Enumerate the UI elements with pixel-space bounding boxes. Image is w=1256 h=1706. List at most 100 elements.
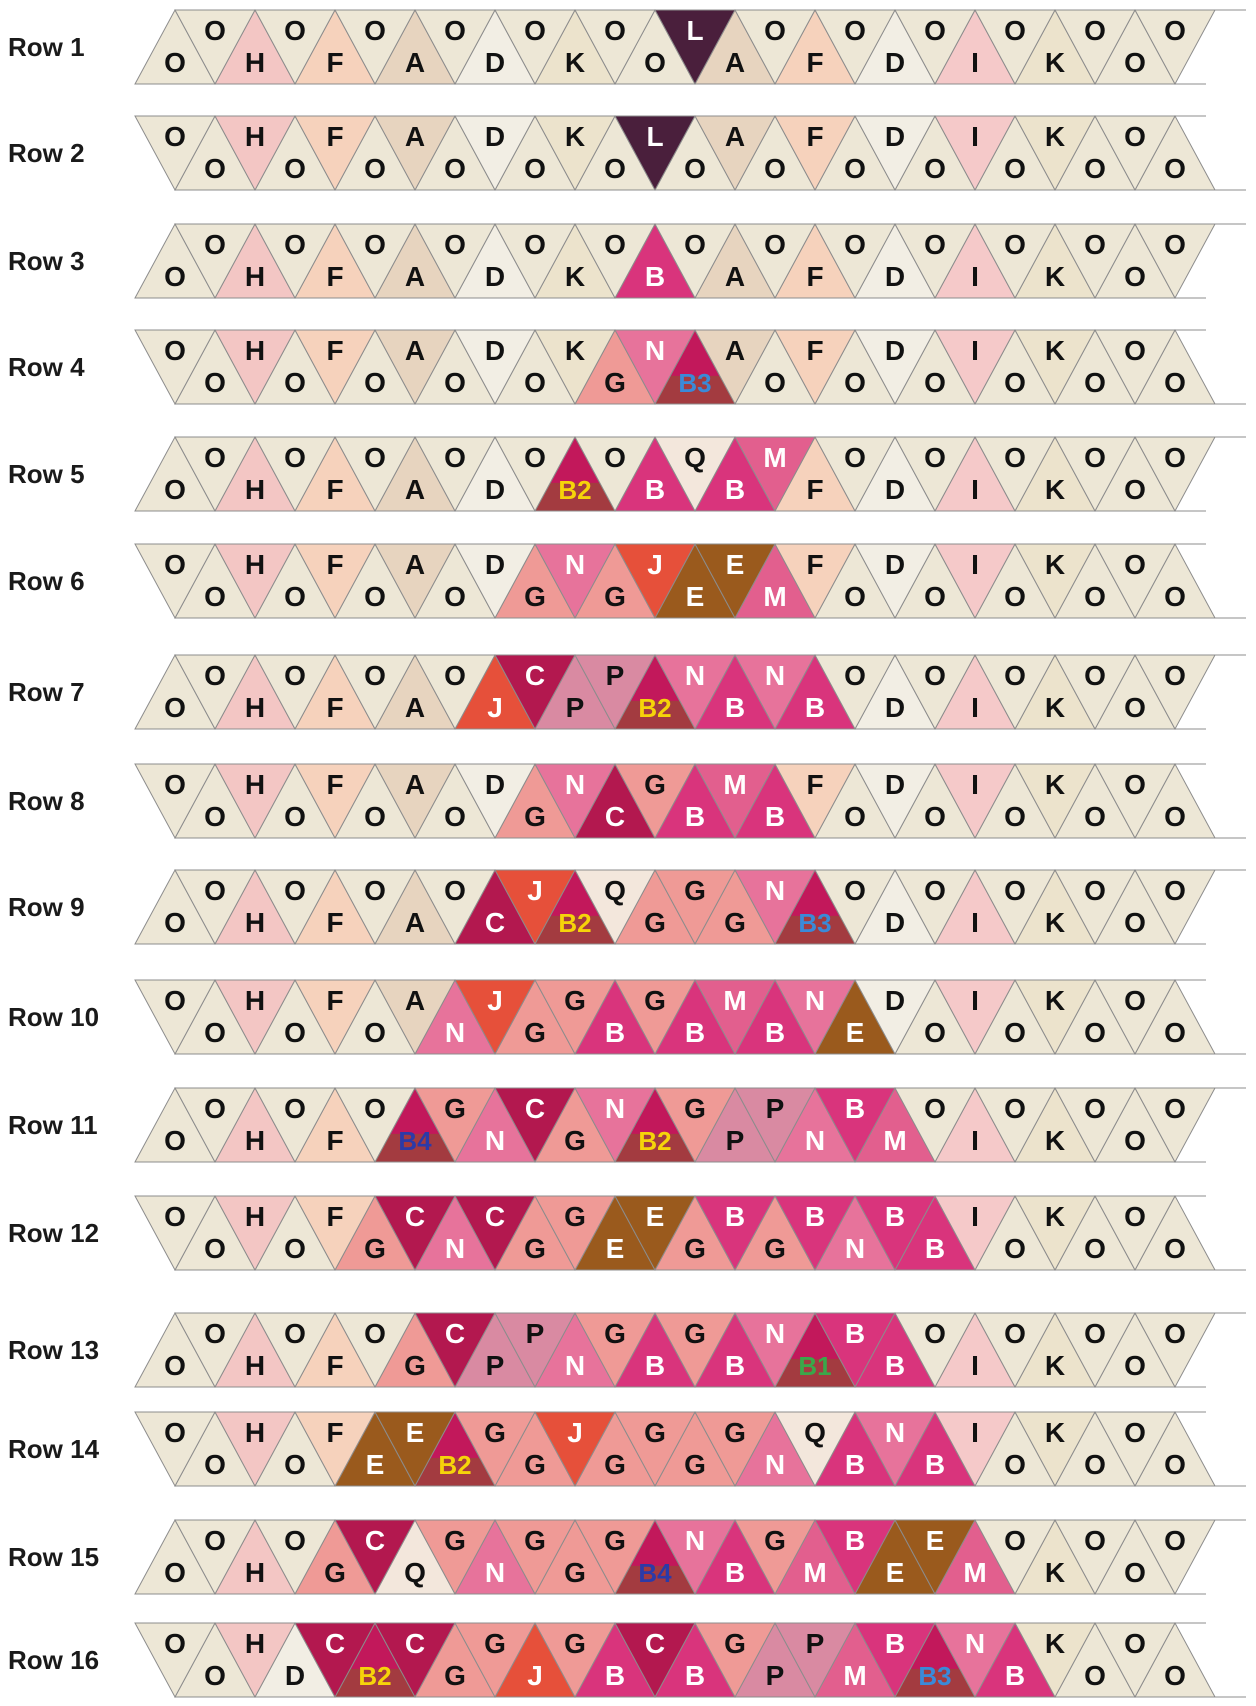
- piece-label: F: [326, 474, 343, 505]
- piece-label: O: [164, 261, 186, 292]
- piece-label: B: [885, 1628, 905, 1659]
- piece-label: P: [486, 1350, 505, 1381]
- piece-label: O: [1124, 692, 1146, 723]
- piece-label: O: [684, 229, 706, 260]
- piece-label: P: [526, 1318, 545, 1349]
- piece-label: O: [1004, 1449, 1026, 1480]
- piece-label: O: [1124, 1557, 1146, 1588]
- piece-label: K: [1045, 1628, 1065, 1659]
- piece-label: D: [485, 47, 505, 78]
- row-label: Row 2: [8, 138, 85, 168]
- piece-label: O: [164, 1557, 186, 1588]
- piece-label: B: [685, 801, 705, 832]
- piece-label: I: [971, 549, 979, 580]
- piece-label: K: [1045, 1557, 1065, 1588]
- piece-label: I: [971, 1350, 979, 1381]
- piece-label: O: [284, 1449, 306, 1480]
- piece-label: F: [806, 769, 823, 800]
- piece-label: O: [444, 801, 466, 832]
- piece-label: F: [806, 121, 823, 152]
- piece-label: I: [971, 692, 979, 723]
- piece-label: H: [245, 261, 265, 292]
- piece-label: O: [1084, 153, 1106, 184]
- piece-label: O: [1004, 1017, 1026, 1048]
- piece-label: O: [1164, 1525, 1186, 1556]
- piece-label: F: [806, 335, 823, 366]
- piece-label: K: [1045, 692, 1065, 723]
- piece-label: D: [885, 907, 905, 938]
- piece-label: B: [605, 1660, 625, 1691]
- row-label: Row 3: [8, 246, 85, 276]
- piece-label: O: [1164, 581, 1186, 612]
- piece-label: I: [971, 121, 979, 152]
- piece-label: O: [284, 1318, 306, 1349]
- piece-label: I: [971, 1125, 979, 1156]
- piece-label: F: [326, 47, 343, 78]
- piece-label: O: [604, 229, 626, 260]
- piece-label: A: [725, 47, 745, 78]
- piece-label: O: [364, 15, 386, 46]
- piece-label: O: [844, 367, 866, 398]
- piece-label: B: [645, 474, 665, 505]
- piece-label: D: [885, 769, 905, 800]
- piece-label: I: [971, 1201, 979, 1232]
- piece-label: O: [204, 1318, 226, 1349]
- quilt-row: Row 10OOONGBBBEOOOOOHFAJGGMNDIKO: [8, 980, 1246, 1054]
- row-label: Row 5: [8, 459, 85, 489]
- piece-label: O: [1084, 1093, 1106, 1124]
- piece-label: O: [1084, 581, 1106, 612]
- piece-label: H: [245, 335, 265, 366]
- piece-label: O: [1004, 660, 1026, 691]
- piece-label: O: [924, 442, 946, 473]
- piece-label: O: [924, 1017, 946, 1048]
- piece-label: O: [844, 801, 866, 832]
- piece-label: O: [924, 875, 946, 906]
- row-label: Row 16: [8, 1645, 99, 1675]
- piece-label: B2: [358, 1661, 391, 1691]
- piece-label: O: [364, 1318, 386, 1349]
- piece-label: K: [1045, 1125, 1065, 1156]
- piece-label: O: [524, 153, 546, 184]
- piece-label: E: [646, 1201, 665, 1232]
- piece-label: O: [444, 153, 466, 184]
- piece-label: O: [1084, 1233, 1106, 1264]
- piece-label: O: [1004, 229, 1026, 260]
- piece-label: D: [885, 121, 905, 152]
- piece-label: I: [971, 47, 979, 78]
- piece-label: O: [1004, 801, 1026, 832]
- piece-label: C: [525, 660, 545, 691]
- piece-label: O: [164, 985, 186, 1016]
- piece-label: O: [1124, 769, 1146, 800]
- piece-label: O: [364, 801, 386, 832]
- piece-label: O: [924, 660, 946, 691]
- piece-label: O: [1164, 1449, 1186, 1480]
- piece-label: O: [204, 801, 226, 832]
- piece-label: H: [245, 985, 265, 1016]
- piece-label: J: [487, 985, 503, 1016]
- piece-label: N: [605, 1093, 625, 1124]
- piece-label: Q: [604, 875, 626, 906]
- piece-label: B2: [438, 1450, 471, 1480]
- piece-label: F: [806, 549, 823, 580]
- piece-label: O: [164, 121, 186, 152]
- piece-label: O: [1004, 442, 1026, 473]
- piece-label: G: [644, 985, 666, 1016]
- piece-label: F: [806, 261, 823, 292]
- piece-label: J: [647, 549, 663, 580]
- piece-label: D: [485, 769, 505, 800]
- piece-label: N: [645, 335, 665, 366]
- piece-label: O: [284, 15, 306, 46]
- piece-label: A: [405, 47, 425, 78]
- piece-label: F: [326, 121, 343, 152]
- piece-label: B: [925, 1449, 945, 1480]
- piece-label: G: [724, 1628, 746, 1659]
- piece-label: O: [164, 692, 186, 723]
- piece-label: B: [725, 1557, 745, 1588]
- piece-label: M: [763, 442, 786, 473]
- piece-label: B3: [918, 1661, 951, 1691]
- piece-label: O: [284, 801, 306, 832]
- piece-label: K: [565, 261, 585, 292]
- piece-label: B2: [558, 475, 591, 505]
- piece-label: O: [844, 15, 866, 46]
